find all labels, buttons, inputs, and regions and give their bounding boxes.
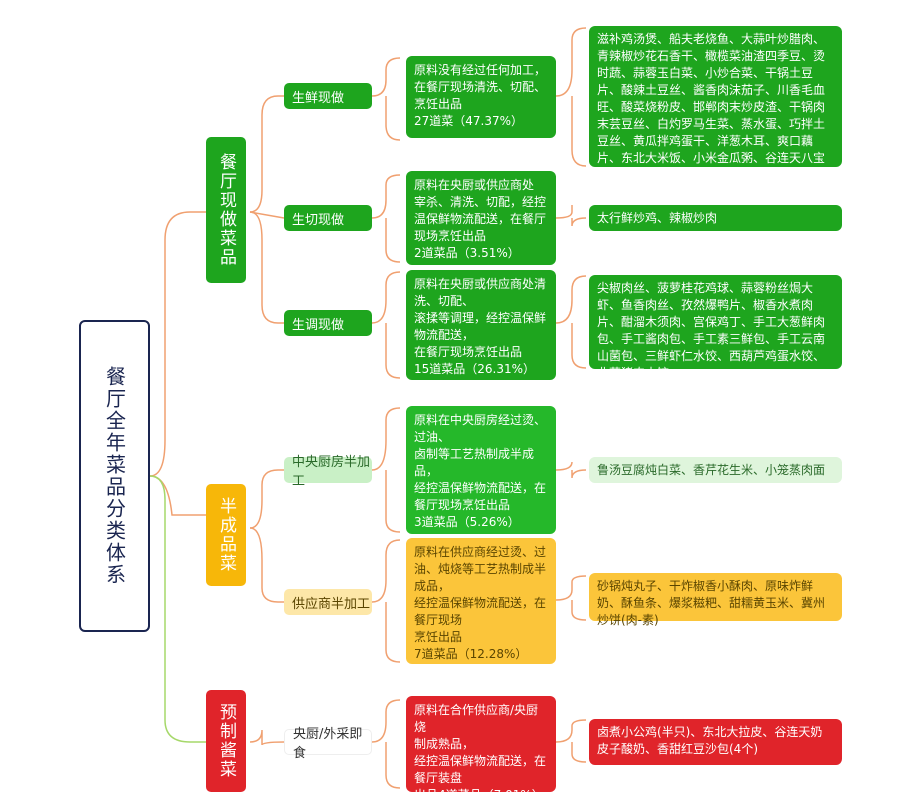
sub-supplier: 供应商半加工 bbox=[284, 589, 372, 615]
desc-supplier: 原料在供应商经过烫、过 油、炖烧等工艺热制成半 成品， 经控温保鲜物流配送，在 … bbox=[406, 538, 556, 664]
sub-seasoned-made: 生调现做 bbox=[284, 310, 372, 336]
sub-label: 央厨/外采即食 bbox=[293, 727, 363, 761]
desc-cut-made: 原料在央厨或供应商处 宰杀、清洗、切配，经控 温保鲜物流配送，在餐厅 现场烹饪出… bbox=[406, 171, 556, 265]
category-label: 预制酱菜 bbox=[216, 703, 236, 779]
dishes-cut-made: 太行鲜炒鸡、辣椒炒肉 bbox=[589, 205, 842, 231]
dishes-fresh-made: 滋补鸡汤煲、船夫老烧鱼、大蒜叶炒腊肉、青辣椒炒花石香干、橄榄菜油渣四季豆、烫时蔬… bbox=[589, 26, 842, 182]
desc-ready-to-eat: 原料在合作供应商/央厨烧 制成熟品， 经控温保鲜物流配送，在 餐厅装盘 出品4道… bbox=[406, 696, 556, 802]
root-label: 餐厅全年菜品分类体系 bbox=[102, 366, 127, 586]
category-label: 餐厅现做菜品 bbox=[216, 153, 236, 267]
dishes-seasoned-made: 尖椒肉丝、菠萝桂花鸡球、蒜蓉粉丝焗大虾、鱼香肉丝、孜然爆鸭片、椒香水煮肉片、酣溜… bbox=[589, 275, 842, 380]
sub-label: 供应商半加工 bbox=[292, 596, 371, 612]
dishes-ready-to-eat: 卤煮小公鸡(半只)、东北大拉皮、谷连天奶皮子酸奶、香甜红豆沙包(4个) bbox=[589, 719, 842, 765]
desc-fresh-made: 原料没有经过任何加工， 在餐厅现场清洗、切配、 烹饪出品 27道菜（47.37%… bbox=[406, 56, 556, 138]
category-label: 半成品菜 bbox=[216, 497, 236, 573]
sub-cut-made: 生切现做 bbox=[284, 205, 372, 231]
sub-ready-to-eat: 央厨/外采即食 bbox=[284, 727, 372, 761]
desc-central-kitchen: 原料在中央厨房经过烫、 过油、 卤制等工艺热制成半成 品， 经控温保鲜物流配送，… bbox=[406, 406, 556, 534]
category-restaurant-made: 餐厅现做菜品 bbox=[206, 137, 246, 283]
sub-label: 中央厨房半加工 bbox=[292, 455, 371, 489]
root-node: 餐厅全年菜品分类体系 bbox=[79, 320, 150, 632]
sub-label: 生鲜现做 bbox=[292, 90, 345, 106]
sub-central-kitchen: 中央厨房半加工 bbox=[284, 455, 372, 489]
dishes-supplier: 砂锅炖丸子、干炸椒香小酥肉、原味炸鲜奶、酥鱼条、爆浆糍粑、甜糯黄玉米、冀州炒饼(… bbox=[589, 573, 842, 627]
category-prepared-pickles: 预制酱菜 bbox=[206, 690, 246, 792]
sub-label: 生切现做 bbox=[292, 212, 345, 228]
dishes-central-kitchen: 鲁汤豆腐炖白菜、香芹花生米、小笼蒸肉面 bbox=[589, 457, 842, 483]
desc-seasoned-made: 原料在央厨或供应商处清 洗、切配、 滚揉等调理，经控温保鲜 物流配送， 在餐厅现… bbox=[406, 270, 556, 380]
category-semi-finished: 半成品菜 bbox=[206, 484, 246, 586]
sub-label: 生调现做 bbox=[292, 317, 345, 333]
sub-fresh-made: 生鲜现做 bbox=[284, 83, 372, 109]
